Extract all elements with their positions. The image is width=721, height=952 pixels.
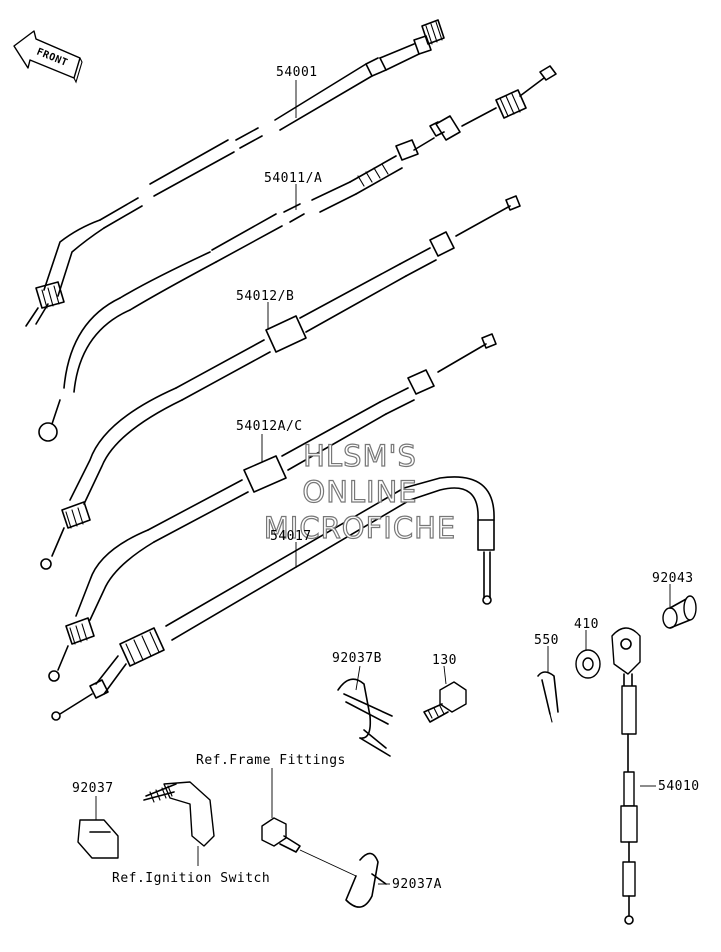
label-54001: 54001 <box>276 65 318 80</box>
cable-54011a <box>38 65 557 442</box>
watermark-line-2: ONLINE <box>302 475 417 509</box>
label-92037a: 92037A <box>392 877 442 892</box>
label-ref-ignition-switch: Ref.Ignition Switch <box>112 871 270 886</box>
clamp-92037a <box>345 852 387 908</box>
washer-410 <box>575 649 601 679</box>
clamp-92037b <box>337 678 393 757</box>
label-54010: 54010 <box>658 779 700 794</box>
watermark: HLSM'S ONLINE MICROFICHE <box>263 438 456 545</box>
label-410: 410 <box>574 617 599 632</box>
bolt-130 <box>423 681 467 723</box>
cable-54012ac <box>48 333 497 682</box>
front-arrow-icon: FRONT <box>13 30 83 84</box>
ignition-bracket <box>143 781 215 847</box>
watermark-line-1: HLSM'S <box>303 439 417 473</box>
label-54012b: 54012/B <box>236 289 294 304</box>
cable-54017 <box>51 476 495 721</box>
label-54017: 54017 <box>270 529 312 544</box>
frame-bolt <box>261 817 301 853</box>
label-ref-frame-fittings: Ref.Frame Fittings <box>196 753 346 768</box>
label-130: 130 <box>432 653 457 668</box>
label-92043: 92043 <box>652 571 694 586</box>
label-550: 550 <box>534 633 559 648</box>
watermark-line-3: MICROFICHE <box>264 511 456 545</box>
cable-54001 <box>25 19 445 327</box>
leader-lines <box>95 80 671 885</box>
rod-54010 <box>611 627 641 925</box>
cable-54012b <box>40 195 521 570</box>
label-92037b: 92037B <box>332 651 382 666</box>
clip-92037 <box>77 819 119 859</box>
label-92037: 92037 <box>72 781 114 796</box>
cotter-pin-550 <box>537 671 559 723</box>
part-labels: 54001 54011/A 54012/B 54012A/C 54017 920… <box>72 65 700 892</box>
label-54011a: 54011/A <box>264 171 322 186</box>
label-54012ac: 54012A/C <box>236 419 303 434</box>
pin-92043 <box>662 595 697 629</box>
